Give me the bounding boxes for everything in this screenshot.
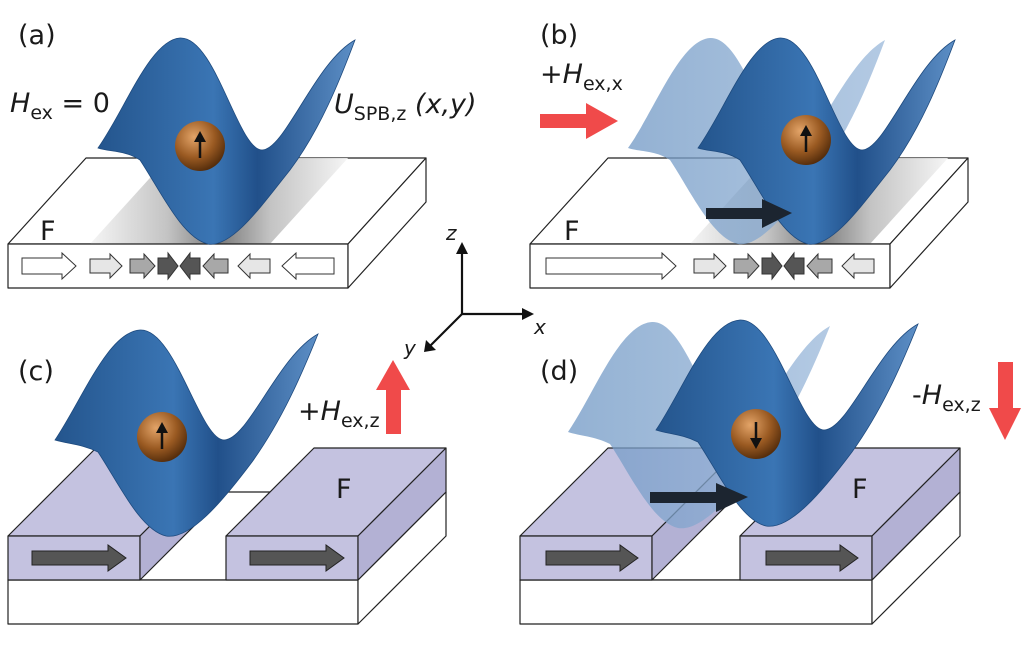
film-label-a: F: [40, 216, 56, 247]
film-label-b: F: [564, 216, 580, 247]
left-arrow-icon: [179, 251, 201, 281]
motion-arrow-b: [706, 199, 792, 228]
field-label-a: Hex = 0: [10, 88, 110, 124]
up-arrow-icon: [156, 422, 168, 449]
left-arrow-icon: [202, 252, 229, 280]
substrate-front-c: [7, 579, 359, 625]
right-arrow-icon: [31, 544, 127, 572]
panel-label-c: (c): [18, 356, 54, 387]
field-label-d: -Hex,z: [912, 380, 981, 416]
right-arrow-icon: [693, 252, 727, 280]
right-arrow-icon: [761, 251, 783, 281]
right-arrow-icon: [89, 252, 123, 280]
up-arrow-icon: [800, 125, 812, 152]
up-arrow-icon: [194, 131, 206, 158]
field-arrow-b: [540, 103, 618, 139]
panel-a: (a) Hex = 0 USPB,z (x,y) F: [7, 20, 477, 289]
panel-b: (b) +Hex,x F: [529, 20, 969, 289]
left-arrow-icon: [237, 252, 271, 280]
right-arrow-icon: [21, 251, 77, 281]
field-arrow-c: [376, 360, 410, 434]
axis-label-x: x: [533, 315, 546, 339]
panel-label-b: (b): [540, 20, 578, 51]
right-arrow-icon: [545, 251, 677, 281]
magnetization-arrows-b: [545, 251, 875, 281]
panel-c: (c) +Hex,z F: [7, 329, 447, 625]
magnet-right-side-d: [871, 447, 961, 581]
film-side-b: [889, 157, 969, 289]
field-arrow-d: [989, 362, 1021, 440]
axis-label-z: z: [445, 221, 457, 245]
magnet-right-side-c: [357, 447, 447, 581]
field-label-b: +Hex,x: [540, 59, 623, 95]
film-label-d: F: [852, 474, 868, 505]
right-arrow-icon: [129, 252, 156, 280]
coordinate-axes: [424, 242, 534, 352]
potential-label-a: USPB,z (x,y): [334, 89, 477, 125]
right-arrow-icon: [157, 251, 179, 281]
film-label-c: F: [336, 474, 352, 505]
field-label-c: +Hex,z: [298, 396, 380, 432]
left-arrow-icon: [281, 251, 335, 281]
panel-label-d: (d): [540, 356, 578, 387]
potential-surface-a: [97, 37, 356, 245]
axis-label-y: y: [403, 336, 417, 360]
magnetization-arrows-a: [21, 251, 335, 281]
left-arrow-icon: [806, 252, 833, 280]
right-arrow-icon: [545, 544, 639, 572]
substrate-front-d: [519, 579, 873, 625]
left-arrow-icon: [841, 252, 875, 280]
left-arrow-icon: [783, 251, 805, 281]
panel-d: (d) -Hex,z F: [519, 319, 1021, 625]
right-arrow-icon: [733, 252, 760, 280]
panel-label-a: (a): [18, 20, 56, 51]
right-arrow-icon: [249, 544, 345, 572]
motion-arrow-d: [650, 483, 748, 512]
down-arrow-icon: [750, 422, 762, 449]
film-side-a: [347, 157, 427, 289]
right-arrow-icon: [765, 544, 859, 572]
